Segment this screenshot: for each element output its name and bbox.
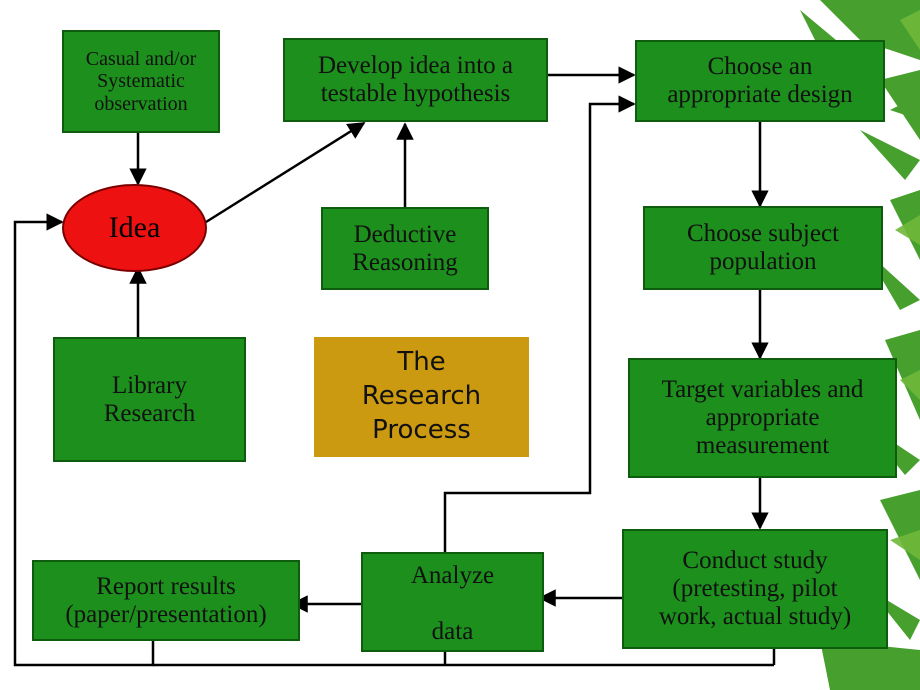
node-develop-hypothesis-label: Develop idea into a testable hypothesis xyxy=(317,52,514,107)
node-observation: Casual and/or Systematic observation xyxy=(62,30,220,133)
node-idea-label: Idea xyxy=(108,211,161,244)
node-library-research-label: Library Research xyxy=(103,371,196,427)
node-deductive-reasoning: Deductive Reasoning xyxy=(321,207,489,290)
node-library-research: Library Research xyxy=(53,337,246,462)
node-choose-population: Choose subject population xyxy=(643,206,883,290)
node-choose-design-label: Choose an appropriate design xyxy=(667,53,853,108)
node-analyze-data-label-top: Analyze xyxy=(410,562,495,589)
arrow-feedback-loop-to-idea xyxy=(13,213,155,667)
node-develop-hypothesis: Develop idea into a testable hypothesis xyxy=(283,38,548,122)
node-conduct-study-label: Conduct study (pretesting, pilot work, a… xyxy=(658,547,852,630)
node-analyze-data: Analyze data xyxy=(361,552,544,652)
node-choose-design: Choose an appropriate design xyxy=(635,40,885,122)
node-target-variables: Target variables and appropriate measure… xyxy=(628,358,897,478)
node-target-variables-label: Target variables and appropriate measure… xyxy=(661,376,864,459)
node-choose-population-label: Choose subject population xyxy=(686,220,840,275)
node-analyze-data-label-bottom: data xyxy=(431,618,474,645)
diagram-title: The Research Process xyxy=(314,337,529,457)
node-conduct-study: Conduct study (pretesting, pilot work, a… xyxy=(622,529,888,649)
arrow-idea-to-develop xyxy=(205,121,366,224)
node-deductive-reasoning-label: Deductive Reasoning xyxy=(352,220,458,276)
arrow-analyze-to-design xyxy=(443,95,636,552)
node-observation-label: Casual and/or Systematic observation xyxy=(85,47,197,115)
diagram-title-text: The Research Process xyxy=(361,347,482,445)
node-report-results: Report results (paper/presentation) xyxy=(32,560,300,641)
node-report-results-label: Report results (paper/presentation) xyxy=(65,572,267,628)
node-idea: Idea xyxy=(62,184,207,272)
